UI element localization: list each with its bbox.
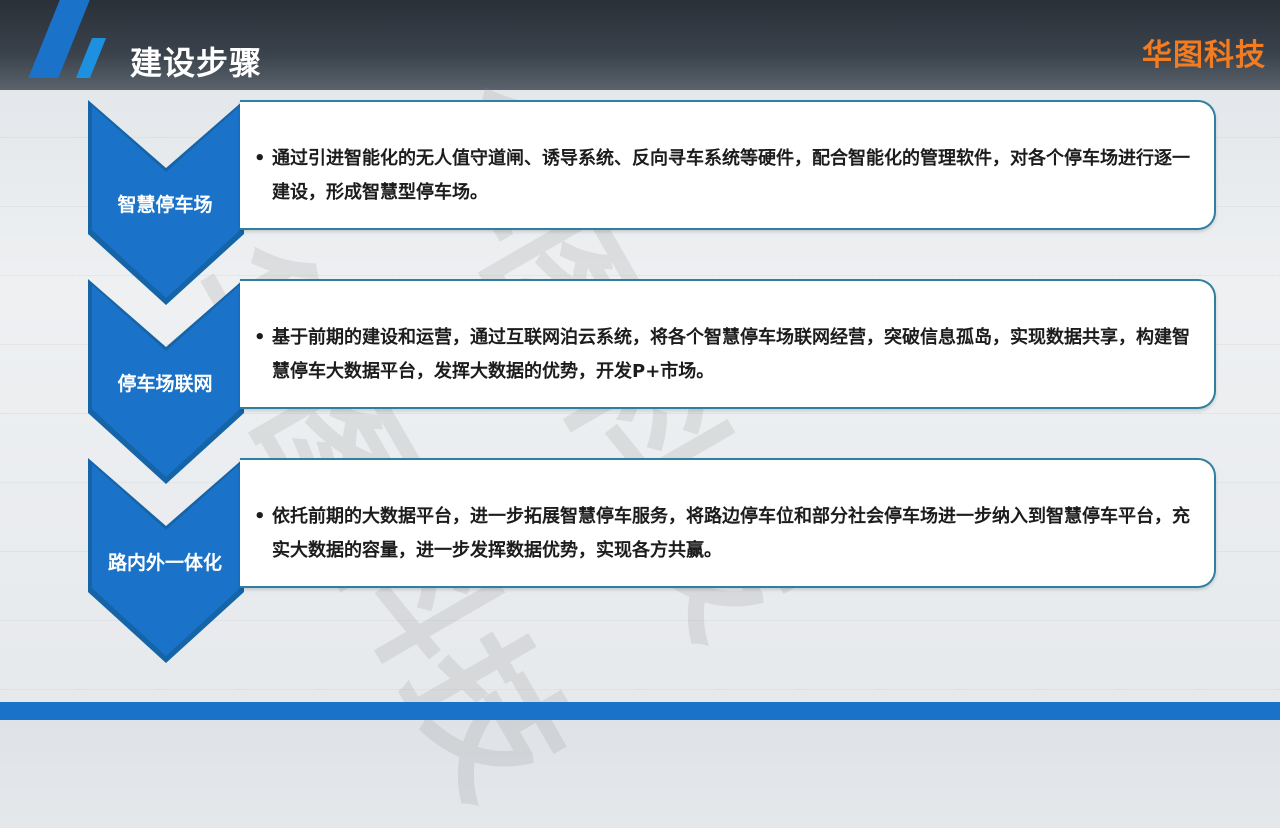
step-chevron-1: [88, 100, 244, 305]
step-chevron-3: [88, 458, 244, 663]
step-description-2: 基于前期的建设和运营，通过互联网泊云系统，将各个智慧停车场联网经营，突破信息孤岛…: [272, 327, 1190, 382]
step-description-3: 依托前期的大数据平台，进一步拓展智慧停车服务，将路边停车位和部分社会停车场进一步…: [272, 506, 1190, 561]
bullet-3: •: [254, 506, 266, 527]
footer-band: [0, 702, 1280, 720]
slide-title: 建设步骤: [130, 44, 263, 82]
step-label-1: 智慧停车场: [117, 194, 213, 216]
step-row-2: 停车场联网 • 基于前期的建设和运营，通过互联网泊云系统，将各个智慧停车场联网经…: [0, 279, 1280, 484]
step-row-3: 路内外一体化 • 依托前期的大数据平台，进一步拓展智慧停车服务，将路边停车位和部…: [0, 458, 1280, 663]
bullet-2: •: [254, 327, 266, 348]
step-row-1: 智慧停车场 • 通过引进智能化的无人值守道闸、诱导系统、反向寻车系统等硬件，配合…: [0, 100, 1280, 305]
step-chevron-2: [88, 279, 244, 484]
step-card-2: • 基于前期的建设和运营，通过互联网泊云系统，将各个智慧停车场联网经营，突破信息…: [240, 279, 1216, 409]
header-band: [0, 0, 1280, 90]
brand-logo: 华图科技: [1142, 38, 1266, 73]
step-description-1: 通过引进智能化的无人值守道闸、诱导系统、反向寻车系统等硬件，配合智能化的管理软件…: [272, 148, 1190, 203]
step-card-1: • 通过引进智能化的无人值守道闸、诱导系统、反向寻车系统等硬件，配合智能化的管理…: [240, 100, 1216, 230]
step-label-2: 停车场联网: [117, 373, 213, 395]
step-card-3: • 依托前期的大数据平台，进一步拓展智慧停车服务，将路边停车位和部分社会停车场进…: [240, 458, 1216, 588]
bullet-1: •: [254, 148, 266, 169]
step-label-3: 路内外一体化: [107, 552, 222, 574]
